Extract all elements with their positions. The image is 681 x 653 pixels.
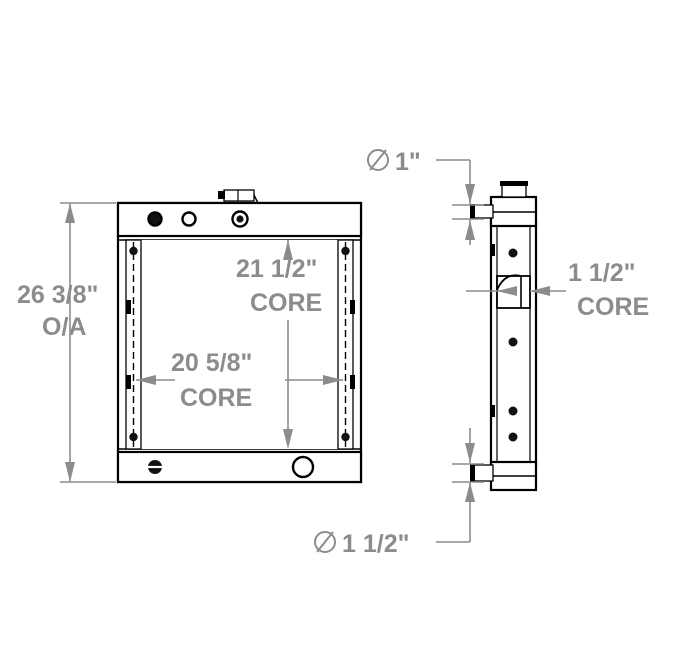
side-body-hole-2 bbox=[508, 337, 518, 347]
oa-arrow-top bbox=[65, 203, 75, 223]
diameter-symbol-inlet bbox=[367, 149, 389, 171]
side-filler-cap-top bbox=[500, 181, 528, 186]
oa-arrow-bottom bbox=[65, 462, 75, 482]
core-thickness-curve bbox=[496, 274, 522, 291]
top-tank-hole-2 bbox=[181, 211, 197, 227]
side-body-hole-4 bbox=[508, 432, 518, 442]
inlet-pipe-body bbox=[473, 204, 494, 219]
right-rail-tab-upper bbox=[350, 300, 355, 314]
outlet-pipe-body bbox=[473, 464, 494, 482]
core-width-arrow-right bbox=[323, 375, 343, 385]
side-view: 1" 1 1/2" CORE 1 1/2" bbox=[314, 148, 649, 558]
left-rail-tab-upper bbox=[126, 300, 131, 314]
outlet-dia-circle bbox=[314, 531, 336, 553]
outlet-pipe-flange bbox=[470, 464, 475, 482]
diameter-symbol-outlet bbox=[314, 531, 336, 553]
overall-height-note: O/A bbox=[42, 313, 86, 341]
core-height-arrow-bottom bbox=[283, 429, 293, 449]
right-rail-tab-lower bbox=[350, 375, 355, 389]
outlet-dia-slash bbox=[316, 531, 334, 553]
side-body-tab-lower bbox=[491, 405, 495, 417]
inlet-dia-circle bbox=[367, 149, 389, 171]
left-rail-tab-lower bbox=[126, 375, 131, 389]
left-rail-bolt-top bbox=[129, 246, 138, 256]
dimension-core-width: 20 5/8" CORE bbox=[136, 349, 343, 412]
bottom-outlet-hole bbox=[291, 455, 315, 479]
core-height-arrow-top bbox=[283, 240, 293, 260]
core-face bbox=[134, 240, 345, 449]
core-thickness-arrow-right bbox=[530, 286, 550, 296]
filler-neck-cap bbox=[218, 191, 225, 199]
front-view: 26 3/8" O/A 21 1/2" CORE 20 5/8" CORE bbox=[17, 189, 363, 484]
side-body-tab-upper bbox=[491, 244, 495, 256]
outlet-arrow-down bbox=[465, 443, 475, 463]
dimension-core-thickness: 1 1/2" CORE bbox=[466, 259, 649, 321]
core-width-note: CORE bbox=[180, 384, 252, 412]
core-thickness-value: 1 1/2" bbox=[568, 259, 635, 287]
core-height-value: 21 1/2" bbox=[236, 255, 317, 283]
top-tank-hole-1 bbox=[148, 212, 162, 226]
core-height-note: CORE bbox=[250, 289, 322, 317]
outlet-diameter-value: 1 1/2" bbox=[342, 530, 409, 558]
inlet-pipe-stub bbox=[470, 204, 494, 219]
overall-height-value: 26 3/8" bbox=[17, 281, 98, 309]
right-rail-bolt-bottom bbox=[341, 432, 350, 442]
inlet-arrow-down bbox=[465, 184, 475, 204]
side-body-hole-1 bbox=[508, 248, 518, 258]
inlet-dia-slash bbox=[369, 149, 387, 171]
filler-neck-body bbox=[223, 189, 255, 202]
top-tank-hole-3-center bbox=[236, 215, 244, 223]
core-thickness-arrow-left bbox=[497, 286, 517, 296]
left-rail-bolt-bottom bbox=[129, 432, 138, 442]
right-rail-bolt-top bbox=[341, 246, 350, 256]
dimension-inlet-diameter: 1" bbox=[367, 148, 484, 245]
outlet-pipe-stub bbox=[470, 464, 494, 482]
dimension-outlet-diameter: 1 1/2" bbox=[314, 428, 484, 558]
inlet-arrow-up bbox=[465, 220, 475, 240]
core-width-arrow-left bbox=[136, 375, 156, 385]
filler-neck-assembly bbox=[218, 189, 259, 204]
top-tank-hole-1-ring bbox=[147, 211, 163, 227]
dimension-overall-height: 26 3/8" O/A bbox=[17, 202, 116, 483]
inlet-pipe-flange bbox=[470, 204, 475, 219]
filler-neck-taper bbox=[253, 194, 259, 204]
inlet-diameter-value: 1" bbox=[395, 148, 421, 176]
dimension-core-height: 21 1/2" CORE bbox=[236, 240, 322, 449]
core-width-value: 20 5/8" bbox=[171, 349, 252, 377]
core-thickness-note: CORE bbox=[577, 293, 649, 321]
side-body-hole-3 bbox=[508, 406, 518, 416]
